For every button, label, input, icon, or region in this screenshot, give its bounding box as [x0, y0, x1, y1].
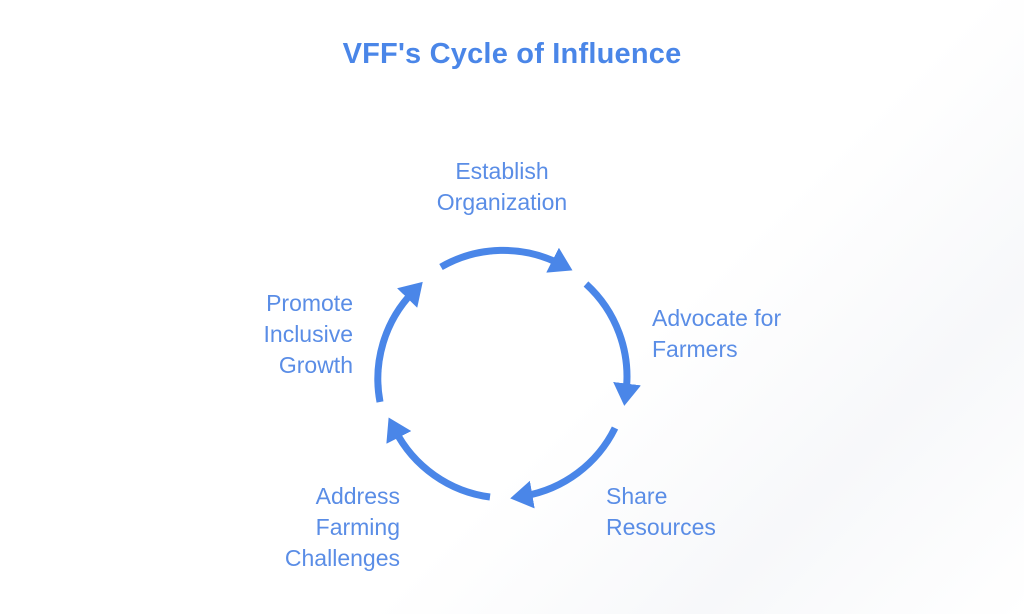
step-label-line: Challenges: [284, 545, 400, 571]
step-establish-organization: Establish Organization: [402, 156, 602, 218]
step-label-line: Address: [315, 483, 400, 509]
step-label-line: Share: [606, 483, 668, 509]
diagram-title: VFF's Cycle of Influence: [342, 38, 682, 70]
step-address-farming-challenges: Address Farming Challenges: [200, 481, 400, 574]
step-label-line: Farming: [315, 514, 400, 540]
step-label-line: Growth: [278, 352, 353, 378]
step-advocate-for-farmers: Advocate for Farmers: [652, 303, 852, 365]
step-label-line: Farmers: [652, 336, 738, 362]
step-label-line: Organization: [436, 189, 568, 215]
step-label-line: Establish: [455, 158, 549, 184]
step-share-resources: Share Resources: [606, 481, 806, 543]
step-label-line: Inclusive: [263, 321, 353, 347]
step-promote-inclusive-growth: Promote Inclusive Growth: [153, 288, 353, 381]
arrow-address-to-promote: [386, 417, 491, 501]
step-label-line: Advocate for: [652, 305, 782, 331]
arrow-establish-to-advocate: [439, 246, 573, 273]
step-label-line: Promote: [266, 290, 353, 316]
arrow-promote-to-establish: [374, 281, 423, 403]
arrow-share-to-address: [510, 426, 619, 509]
step-label-line: Resources: [606, 514, 716, 540]
arrow-advocate-to-share: [583, 281, 641, 406]
